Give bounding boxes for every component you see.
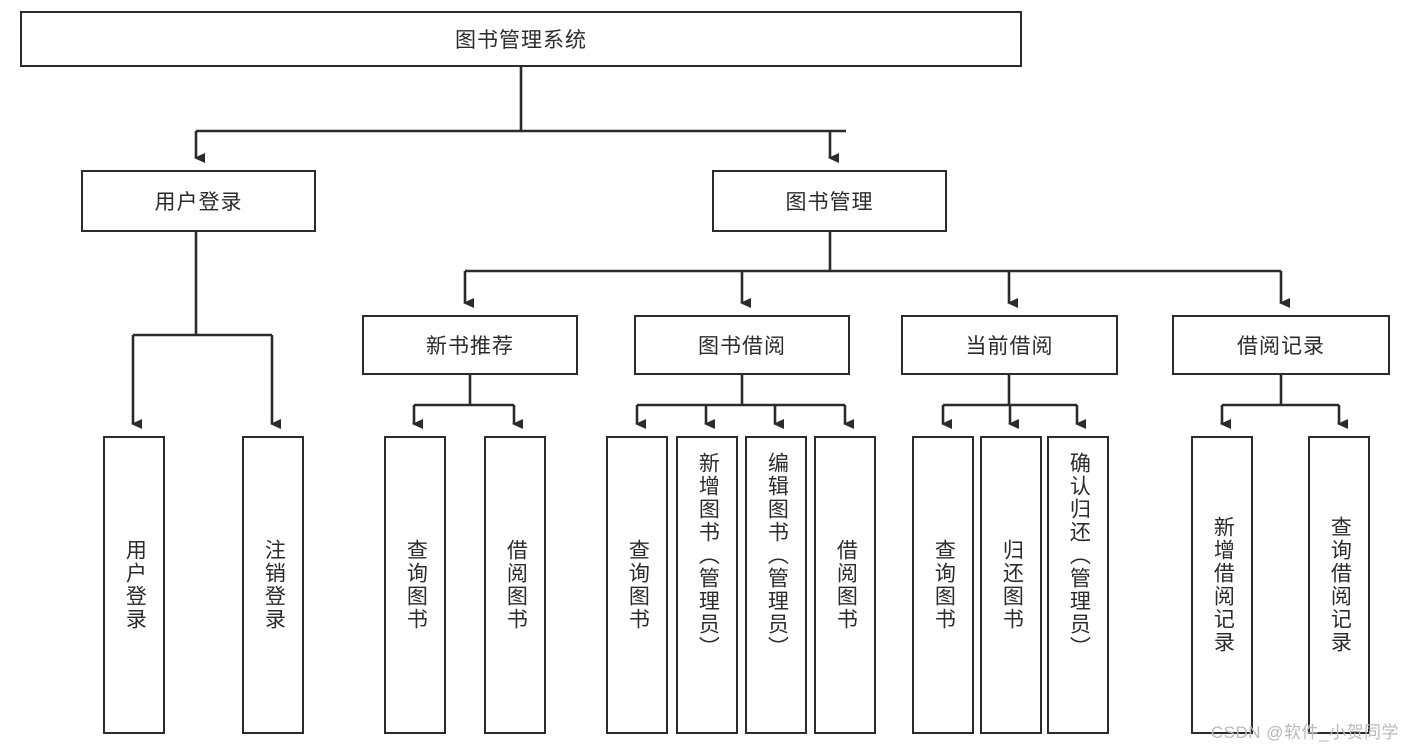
- leaf-borrow-borrow-book[interactable]: 借阅图书: [814, 436, 876, 734]
- node-label: 注销登录: [262, 539, 286, 631]
- node-label: 新书推荐: [426, 335, 514, 358]
- node-root-system[interactable]: 图书管理系统: [20, 11, 1022, 67]
- node-label: 新增图书（管理员）: [696, 452, 720, 659]
- node-label: 借阅图书: [834, 539, 858, 631]
- node-user-login[interactable]: 用户登录: [81, 170, 316, 232]
- node-label: 借阅记录: [1237, 335, 1325, 358]
- node-label: 查询图书: [404, 539, 428, 631]
- node-label: 图书管理: [785, 191, 874, 214]
- node-label: 归还图书: [1000, 539, 1024, 631]
- leaf-recommend-borrow-book[interactable]: 借阅图书: [484, 436, 546, 734]
- node-label: 图书管理系统: [455, 29, 587, 52]
- watermark: CSDN @软件_小贺同学: [1210, 723, 1399, 742]
- node-label: 查询图书: [626, 539, 650, 631]
- leaf-user-login-login[interactable]: 用户登录: [103, 436, 165, 734]
- node-book-management[interactable]: 图书管理: [712, 170, 947, 232]
- leaf-current-confirm-return-admin[interactable]: 确认归还（管理员）: [1047, 436, 1109, 734]
- node-label: 确认归还（管理员）: [1067, 452, 1091, 659]
- leaf-recommend-query-book[interactable]: 查询图书: [384, 436, 446, 734]
- node-label: 用户登录: [154, 191, 243, 214]
- leaf-borrow-add-book-admin[interactable]: 新增图书（管理员）: [676, 436, 738, 734]
- node-label: 新增借阅记录: [1211, 516, 1235, 654]
- leaf-current-query-book[interactable]: 查询图书: [912, 436, 974, 734]
- node-borrow-record[interactable]: 借阅记录: [1172, 315, 1390, 375]
- node-current-borrow[interactable]: 当前借阅: [901, 315, 1118, 375]
- leaf-borrow-edit-book-admin[interactable]: 编辑图书（管理员）: [745, 436, 807, 734]
- node-label: 用户登录: [123, 539, 147, 631]
- node-label: 借阅图书: [504, 539, 528, 631]
- node-label: 当前借阅: [965, 335, 1054, 358]
- node-new-book-recommend[interactable]: 新书推荐: [362, 315, 578, 375]
- leaf-borrow-query-book[interactable]: 查询图书: [606, 436, 668, 734]
- node-label: 编辑图书（管理员）: [765, 452, 789, 659]
- leaf-record-add-record[interactable]: 新增借阅记录: [1191, 436, 1253, 734]
- node-label: 查询图书: [932, 539, 956, 631]
- node-label: 查询借阅记录: [1328, 516, 1352, 654]
- node-label: 图书借阅: [698, 335, 786, 358]
- leaf-current-return-book[interactable]: 归还图书: [980, 436, 1042, 734]
- leaf-record-query-record[interactable]: 查询借阅记录: [1308, 436, 1370, 734]
- leaf-user-login-logout[interactable]: 注销登录: [242, 436, 304, 734]
- node-book-borrow[interactable]: 图书借阅: [634, 315, 850, 375]
